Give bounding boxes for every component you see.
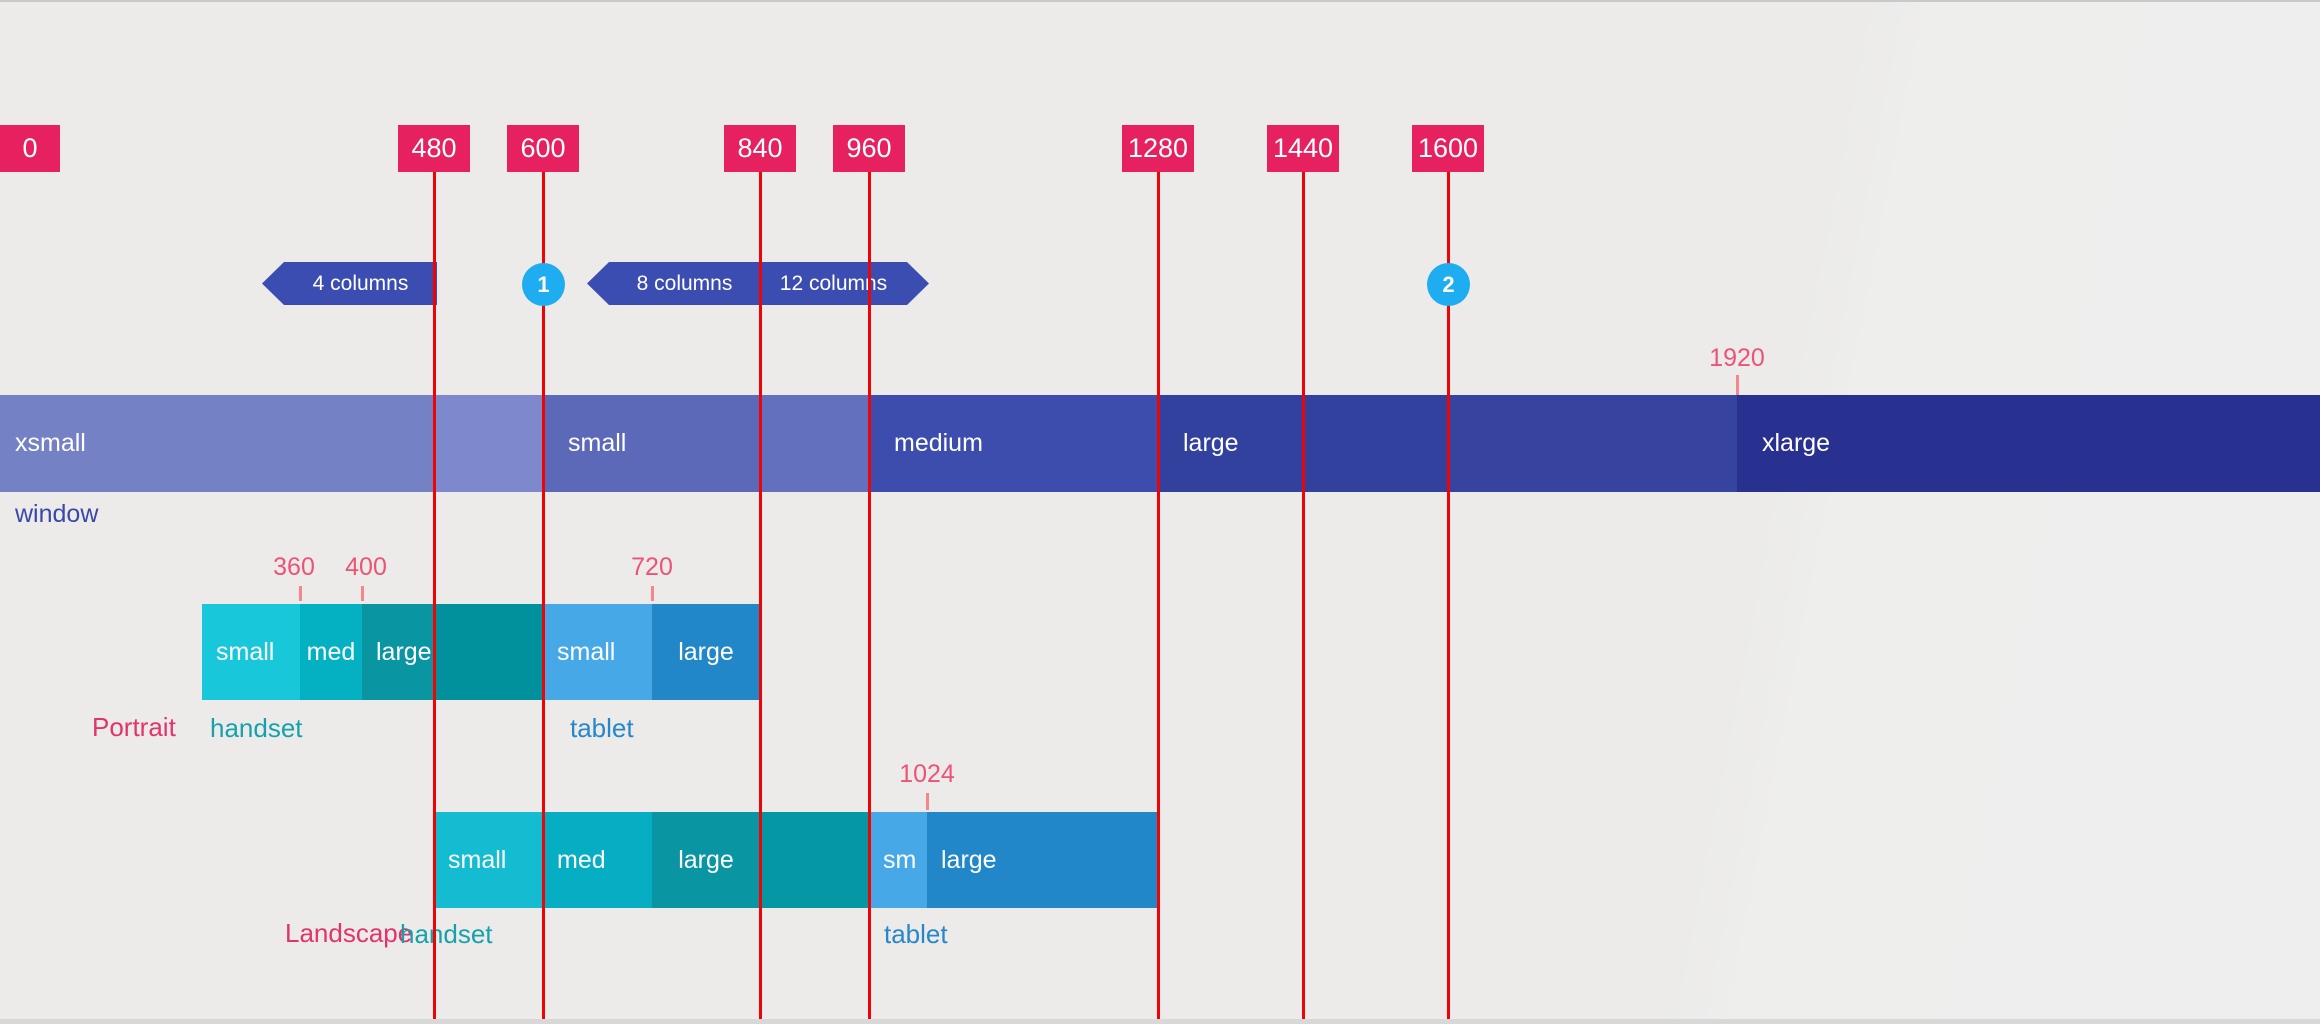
window-band-segment-small: small [543, 395, 760, 492]
size-callout-tick [1736, 375, 1739, 395]
bottom-edge-strip [0, 1019, 2320, 1024]
window-band-segment-medium: medium [869, 395, 1158, 492]
window-label: window [15, 500, 99, 528]
device-label-handset-portrait: handset [210, 713, 303, 743]
window-band-segment [760, 395, 869, 492]
step-circle: 1 [522, 263, 565, 306]
columns-badge: 8 columns [587, 262, 760, 305]
device-bar-segment-handset [434, 604, 543, 700]
device-bar-segment-handset: med [543, 812, 652, 908]
breakpoint-line [1157, 172, 1160, 1019]
section-label-portrait: Portrait [92, 712, 176, 742]
breakpoint-marker: 960 [833, 125, 905, 172]
columns-badge: 4 columns [262, 262, 437, 305]
breakpoint-line [1447, 172, 1450, 1019]
columns-badge: 12 columns [760, 262, 929, 305]
device-bar-segment-tablet: small [543, 604, 652, 700]
device-bar-segment-handset: med [300, 604, 362, 700]
breakpoint-line [759, 172, 762, 1019]
breakpoint-marker: 1600 [1412, 125, 1484, 172]
breakpoint-line [868, 172, 871, 1019]
breakpoint-line [1302, 172, 1305, 1019]
breakpoint-marker: 600 [507, 125, 579, 172]
device-bar-segment-handset: large [362, 604, 434, 700]
device-bar-segment-handset: small [434, 812, 543, 908]
breakpoint-marker: 840 [724, 125, 796, 172]
device-label-handset-landscape: handset [400, 919, 493, 949]
window-band-segment-xsmall: xsmall [0, 395, 434, 492]
breakpoint-marker: 1440 [1267, 125, 1339, 172]
device-label-tablet-landscape: tablet [884, 919, 948, 949]
window-band-segment [1448, 395, 1737, 492]
size-callout-label: 360 [273, 553, 315, 581]
size-callout-tick [926, 793, 929, 810]
size-callout-label: 400 [345, 553, 387, 581]
window-band-segment [434, 395, 543, 492]
breakpoint-marker: 0 [0, 125, 60, 172]
section-label-landscape: Landscape [285, 918, 413, 948]
size-callout-label: 720 [631, 553, 673, 581]
device-bar-segment-tablet: sm [869, 812, 927, 908]
device-bar-segment-handset: small [202, 604, 300, 700]
step-circle: 2 [1427, 263, 1470, 306]
breakpoint-line [542, 172, 545, 1019]
device-bar-segment-tablet: large [652, 604, 760, 700]
size-callout-tick [299, 586, 302, 601]
device-label-tablet-portrait: tablet [570, 713, 634, 743]
top-edge-strip [0, 0, 2320, 2]
breakpoint-marker: 1280 [1122, 125, 1194, 172]
size-callout-label: 1920 [1709, 344, 1765, 372]
size-callout-tick [361, 586, 364, 601]
device-bar-segment-handset: large [652, 812, 760, 908]
window-band-segment-xlarge: xlarge [1737, 395, 2320, 492]
device-bar-segment-handset [760, 812, 869, 908]
breakpoint-marker: 480 [398, 125, 470, 172]
size-callout-label: 1024 [899, 760, 955, 788]
breakpoint-line [433, 172, 436, 1019]
size-callout-tick [651, 586, 654, 601]
device-bar-segment-tablet: large [927, 812, 1158, 908]
